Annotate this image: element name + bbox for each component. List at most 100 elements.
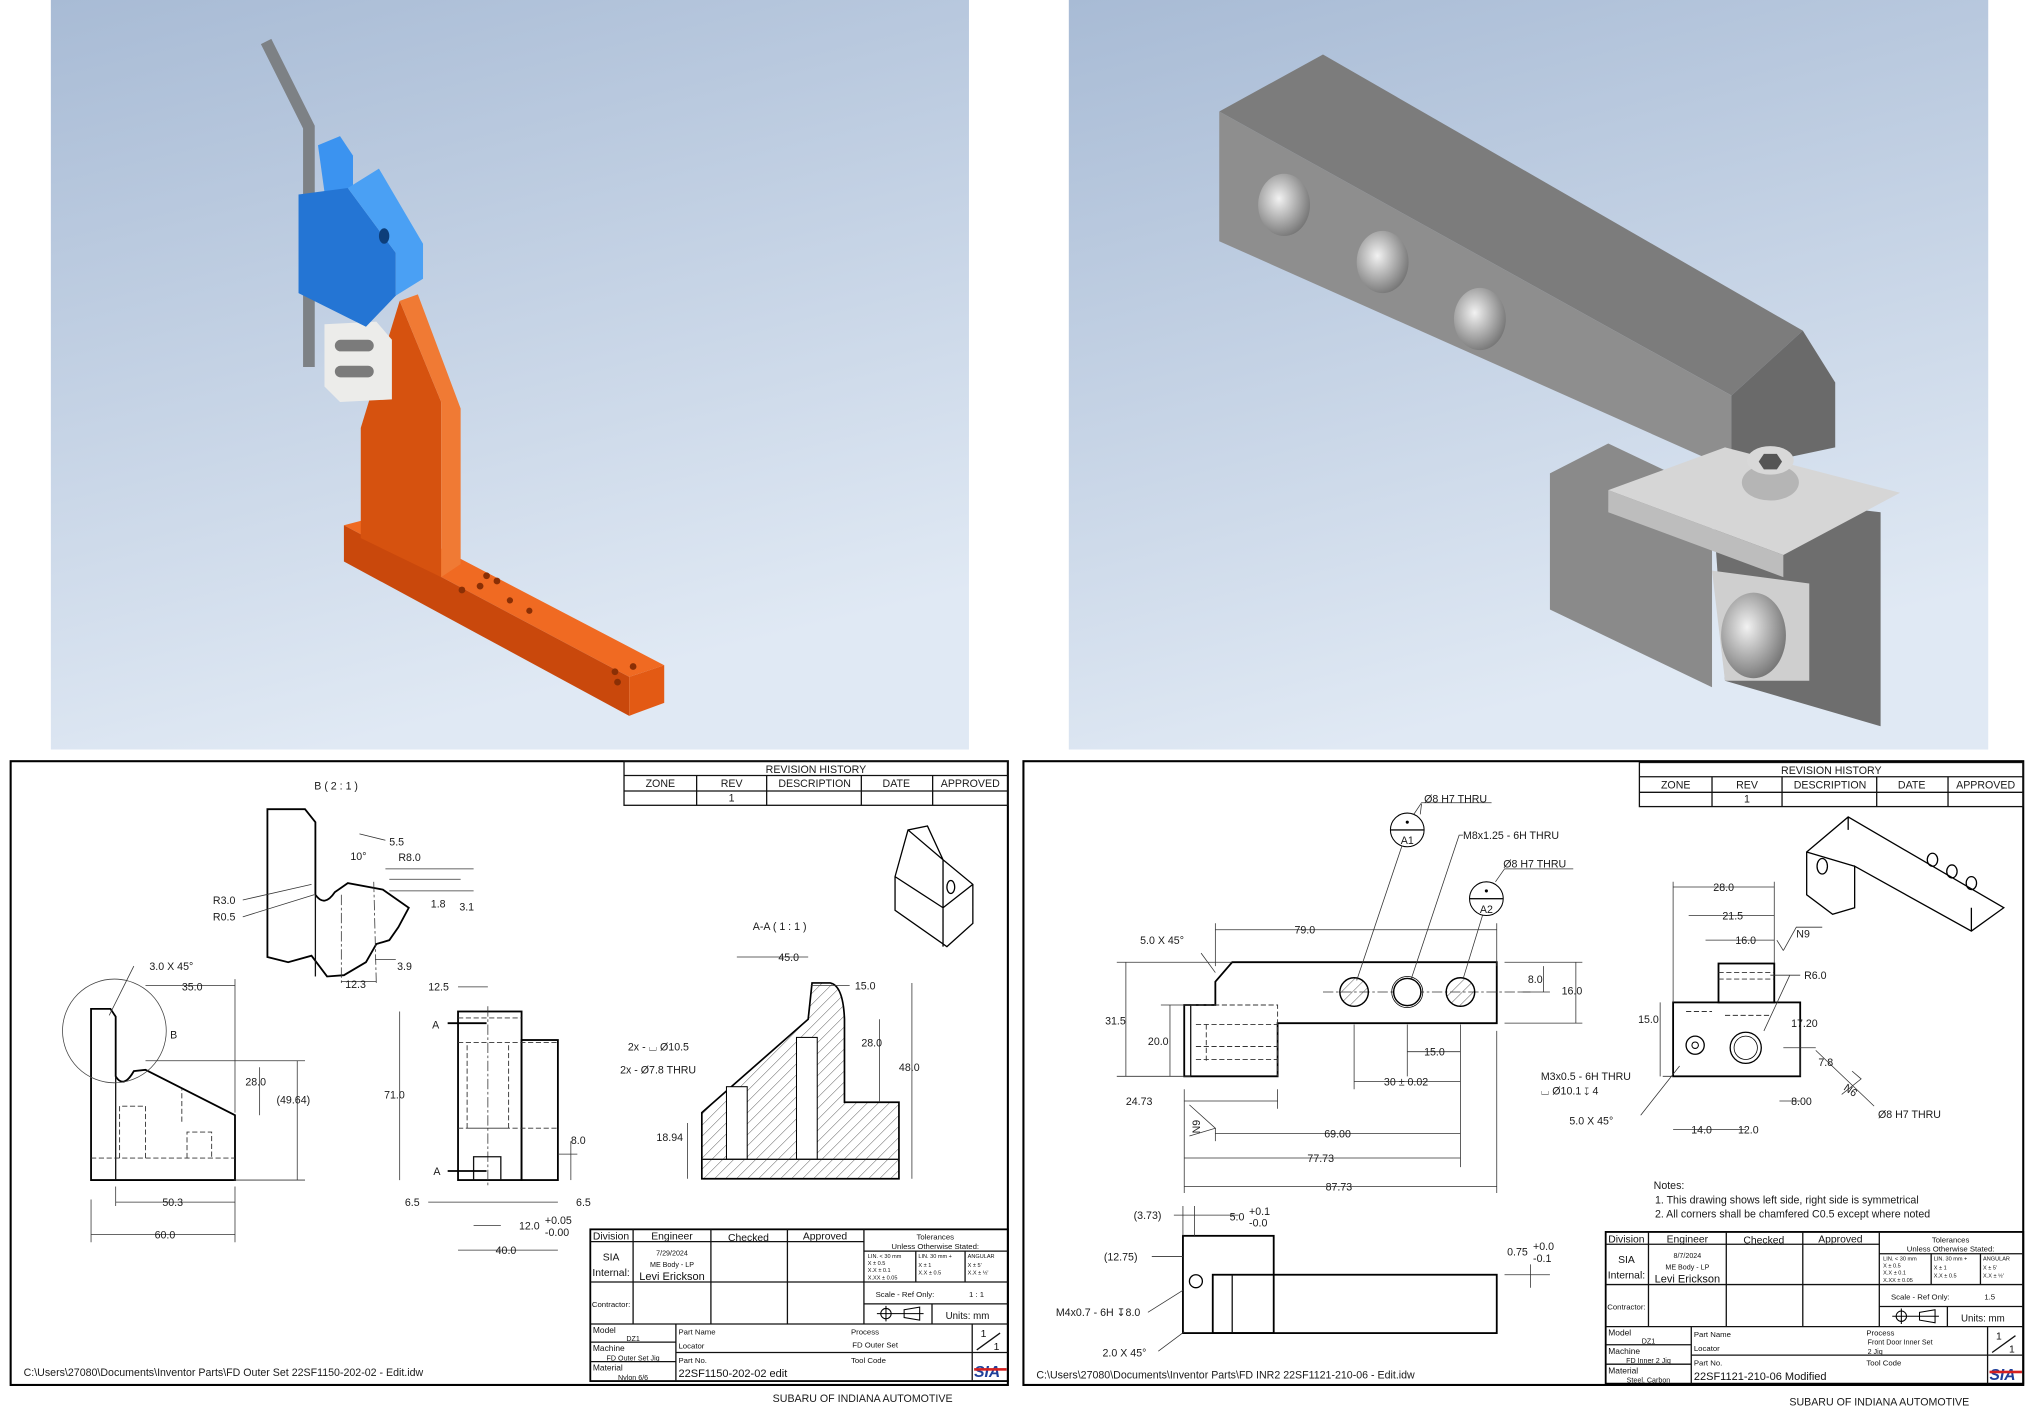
dim-label: 10° bbox=[350, 851, 366, 863]
detail-view-label: B ( 2 : 1 ) bbox=[314, 781, 358, 793]
dim-label: 60.0 bbox=[155, 1229, 176, 1241]
tol-text: LIN. < 30 mm bbox=[868, 1254, 902, 1260]
third-angle-projection-icon bbox=[876, 1305, 924, 1322]
dim-label: 77.73 bbox=[1307, 1153, 1334, 1165]
dim-label: M3x0.5 - 6H THRU bbox=[1541, 1071, 1631, 1083]
dim-label: ⌴ Ø10.1 ↧ 4 bbox=[1541, 1085, 1599, 1097]
file-path: C:\Users\27080\Documents\Inventor Parts\… bbox=[1036, 1369, 1415, 1381]
section-marker-a-bottom: A bbox=[433, 1166, 441, 1178]
tb-department: ME Body - LP bbox=[1665, 1264, 1709, 1272]
rev-header-rev: REV bbox=[1736, 779, 1759, 791]
rev-header-zone: ZONE bbox=[646, 778, 676, 790]
tb-approved-label: Approved bbox=[1818, 1234, 1863, 1245]
dim-label: 3.0 X 45° bbox=[149, 961, 193, 973]
rev-header-description: DESCRIPTION bbox=[1794, 779, 1867, 791]
revision-history-title: REVISION HISTORY bbox=[1781, 765, 1882, 777]
dim-label: 12.0 bbox=[1738, 1124, 1759, 1136]
tb-scale-label: Scale - Ref Only: bbox=[876, 1290, 935, 1299]
tb-engineer: Levi Erickson bbox=[639, 1271, 705, 1283]
dim-label: R0.5 bbox=[213, 912, 236, 924]
tol-text: X.X ± 0.1 bbox=[868, 1268, 891, 1274]
dim-label: 28.0 bbox=[861, 1037, 882, 1049]
dim-label: 6.5 bbox=[405, 1197, 420, 1209]
notes-block: Notes: 1. This drawing shows left side, … bbox=[1654, 1180, 1931, 1221]
tb-tool-code-label: Tool Code bbox=[1866, 1359, 1901, 1368]
tb-model-label: Model bbox=[593, 1325, 616, 1335]
tol-text: ANGULAR bbox=[1983, 1256, 2010, 1262]
front-view: A1 A2 Ø8 H7 THRU M8x1.25 - 6H THRU Ø8 H7… bbox=[1105, 794, 1582, 1194]
tol-text: X.X ± 0.5 bbox=[1934, 1273, 1957, 1279]
dim-label: 8.0 bbox=[571, 1135, 586, 1147]
dim-tolerance-upper: +0.1 bbox=[1249, 1206, 1270, 1218]
rev-header-date: DATE bbox=[883, 778, 911, 790]
dim-label: 31.5 bbox=[1105, 1015, 1126, 1027]
sia-logo: SIA bbox=[974, 1364, 1007, 1381]
tb-part-name-label: Part Name bbox=[678, 1327, 715, 1336]
viewport-3d-inner-locator[interactable] bbox=[1068, 0, 1989, 750]
dim-tolerance-upper: +0.0 bbox=[1533, 1241, 1554, 1253]
orange-bracket-model bbox=[343, 294, 665, 716]
revision-history-table: REVISION HISTORY ZONE REV DESCRIPTION DA… bbox=[623, 760, 1009, 806]
dim-label: 3.1 bbox=[459, 901, 474, 913]
tb-sheet-total: 1 bbox=[2009, 1345, 2015, 1356]
tb-part-no-label: Part No. bbox=[1694, 1359, 1722, 1368]
dim-label: 2x - ⌴ Ø10.5 bbox=[628, 1041, 689, 1053]
dim-label: 18.94 bbox=[656, 1132, 683, 1144]
dim-label: 12.5 bbox=[428, 982, 449, 994]
tb-engineer: Levi Erickson bbox=[1655, 1274, 1721, 1286]
logo-text: SIA bbox=[974, 1364, 1000, 1381]
title-block: Division Engineer Checked Approved SIA I… bbox=[1604, 1231, 2025, 1385]
tb-department: ME Body - LP bbox=[650, 1261, 694, 1269]
tol-text: X ± 0.5 bbox=[868, 1261, 886, 1267]
tb-tolerances-title: Tolerances bbox=[916, 1233, 954, 1242]
dim-label: 14.0 bbox=[1691, 1124, 1712, 1136]
rev-row-rev: 1 bbox=[1744, 794, 1750, 806]
tb-contractor-label: Contractor: bbox=[592, 1300, 630, 1309]
tb-material-label: Material bbox=[1608, 1365, 1638, 1375]
dim-label: R8.0 bbox=[398, 852, 421, 864]
dim-label: M4x0.7 - 6H ↧8.0 bbox=[1056, 1307, 1141, 1319]
dim-label: 12.3 bbox=[345, 979, 366, 991]
dim-label: 30 ± 0.02 bbox=[1384, 1076, 1428, 1088]
dim-label: (49.64) bbox=[276, 1095, 310, 1107]
sia-logo: SIA bbox=[1989, 1367, 2022, 1384]
tb-division-line2: Internal: bbox=[1608, 1271, 1645, 1282]
dim-label: 5.0 X 45° bbox=[1140, 935, 1184, 947]
section-marker-a-top: A bbox=[432, 1019, 440, 1031]
drawing-sheet-inner-locator[interactable]: REVISION HISTORY ZONE REV DESCRIPTION DA… bbox=[1022, 760, 2025, 1407]
tb-model: DZ1 bbox=[1642, 1337, 1655, 1345]
tb-part-name-label: Part Name bbox=[1694, 1330, 1731, 1339]
tb-part-name: Locator bbox=[1694, 1344, 1720, 1353]
note-item: 2. All corners shall be chamfered C0.5 e… bbox=[1655, 1209, 1930, 1221]
dim-label: 24.73 bbox=[1126, 1096, 1153, 1108]
tb-sheet-total: 1 bbox=[994, 1342, 1000, 1353]
tb-scale: 1.5 bbox=[1984, 1292, 1995, 1301]
tol-text: LIN. 30 mm + bbox=[918, 1254, 952, 1260]
isometric-thumbnail bbox=[1806, 816, 2005, 932]
title-block: Division Engineer Checked Approved SIA I… bbox=[589, 1228, 1009, 1382]
tol-text: X ± 5' bbox=[968, 1263, 982, 1269]
tb-date: 7/29/2024 bbox=[656, 1249, 688, 1257]
tb-machine: FD Inner 2 Jig bbox=[1626, 1357, 1671, 1365]
dim-label: N9 bbox=[1796, 929, 1810, 941]
file-path: C:\Users\27080\Documents\Inventor Parts\… bbox=[24, 1367, 424, 1379]
tb-tolerances-title: Tolerances bbox=[1932, 1235, 1970, 1244]
tb-division-line2: Internal: bbox=[592, 1268, 629, 1279]
tb-part-name: Locator bbox=[678, 1342, 704, 1351]
dim-label: 50.3 bbox=[162, 1197, 183, 1209]
detail-marker-b: B bbox=[170, 1030, 177, 1042]
dim-label: 5.0 X 45° bbox=[1569, 1115, 1613, 1127]
rev-header-zone: ZONE bbox=[1661, 779, 1691, 791]
tb-engineer-label: Engineer bbox=[1667, 1234, 1709, 1245]
dim-tolerance-upper: +0.05 bbox=[545, 1215, 572, 1227]
rev-header-description: DESCRIPTION bbox=[778, 778, 851, 790]
tb-tolerances-sub: Unless Otherwise Stated: bbox=[1907, 1244, 1995, 1253]
tol-text: X ± 1 bbox=[1934, 1266, 1947, 1272]
drawing-sheet-outer-locator[interactable]: REVISION HISTORY ZONE REV DESCRIPTION DA… bbox=[9, 760, 1009, 1405]
tb-checked-label: Checked bbox=[1743, 1236, 1784, 1247]
viewport-3d-outer-locator[interactable] bbox=[50, 0, 969, 750]
note-item: 1. This drawing shows left side, right s… bbox=[1655, 1194, 1919, 1206]
steel-locator-model bbox=[1219, 54, 1901, 727]
dim-label: 1.8 bbox=[431, 899, 446, 911]
